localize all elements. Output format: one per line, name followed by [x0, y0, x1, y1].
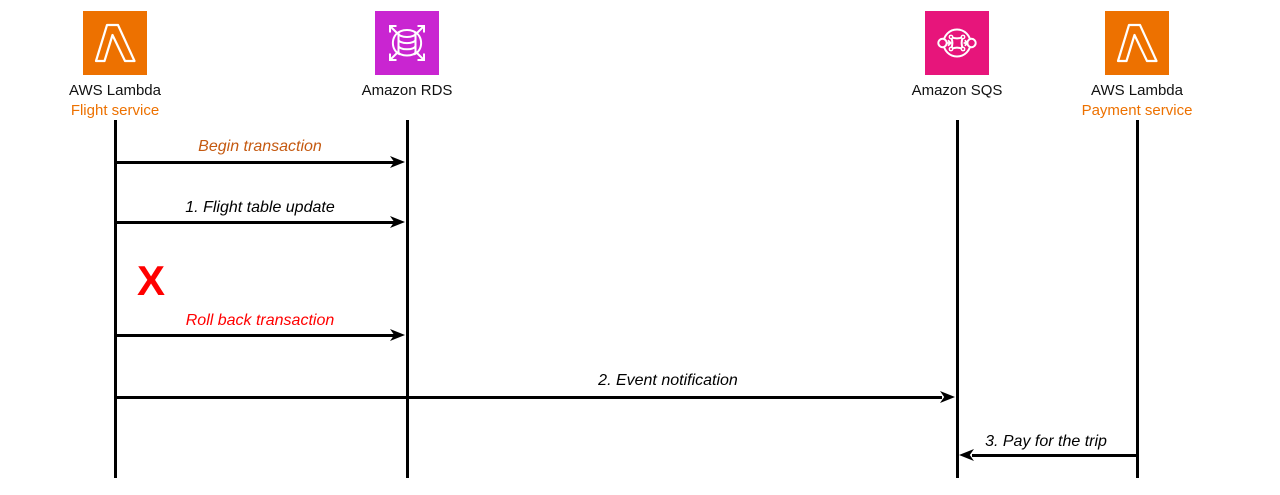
message-arrow-flight-table-update	[116, 221, 396, 224]
aws-lambda-icon	[83, 11, 147, 75]
actor-name-sqs: Amazon SQS	[911, 82, 1003, 99]
message-label-event-notification: 2. Event notification	[598, 372, 738, 389]
message-label-pay-for-the-trip: 3. Pay for the trip	[985, 433, 1107, 450]
message-label-roll-back-transaction: Roll back transaction	[185, 312, 335, 329]
message-label-flight-table-update: 1. Flight table update	[185, 199, 335, 216]
lifeline-sqs	[956, 120, 959, 478]
amazon-rds-icon	[375, 11, 439, 75]
message-arrow-event-notification	[116, 396, 942, 399]
message-label-begin-transaction: Begin transaction	[198, 138, 322, 155]
actor-name-lambda-payment: AWS Lambda	[1091, 82, 1183, 99]
actor-name-lambda-flight: AWS Lambda	[69, 82, 161, 99]
lifeline-lambda-payment	[1136, 120, 1139, 478]
message-arrow-pay-for-the-trip	[972, 454, 1136, 457]
lifeline-rds	[406, 120, 409, 478]
message-arrow-roll-back-transaction	[116, 334, 396, 337]
actor-name-rds: Amazon RDS	[361, 82, 453, 99]
failure-x-mark: X	[136, 257, 165, 304]
message-arrow-begin-transaction	[116, 161, 396, 164]
amazon-sqs-icon	[925, 11, 989, 75]
arrowhead-right-icon	[940, 391, 955, 403]
actor-service-flight: Flight service	[70, 102, 160, 119]
lifeline-lambda-flight	[114, 120, 117, 478]
aws-lambda-icon	[1105, 11, 1169, 75]
actor-service-payment: Payment service	[1081, 102, 1193, 119]
